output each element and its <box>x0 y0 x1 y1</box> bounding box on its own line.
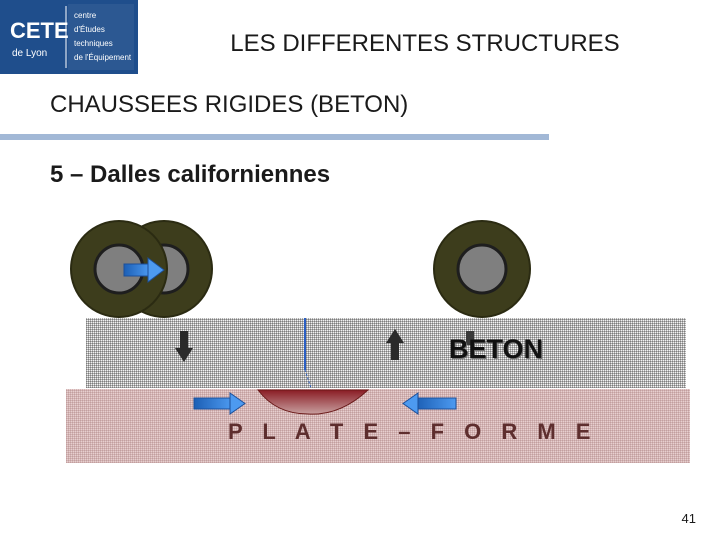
load-down-arrow <box>175 331 193 362</box>
logo-city: de Lyon <box>12 48 47 59</box>
logo-brand: CETE <box>10 18 69 43</box>
reaction-up-arrow <box>386 329 404 360</box>
joint-crack <box>304 369 312 389</box>
pressure-bulb <box>256 389 370 415</box>
logo-line-3: techniques <box>74 39 113 48</box>
beton-down-arrow <box>466 331 474 345</box>
subtitle-rule <box>0 134 549 140</box>
logo-line-4: de l'Équipement <box>74 53 132 62</box>
subgrade-arrow-right <box>193 392 246 415</box>
page-number: 41 <box>681 511 696 526</box>
tire-front <box>70 220 168 318</box>
beton-label-shadow: BETON <box>450 335 545 365</box>
plateforme-label: P L A T E – F O R M E <box>228 419 598 444</box>
header-title: LES DIFFERENTES STRUCTURES <box>230 30 620 57</box>
wheel-motion-arrow <box>123 257 165 283</box>
logo-line-1: centre <box>74 11 97 20</box>
plateforme-layer <box>66 389 690 463</box>
tire-right <box>433 220 531 318</box>
logo-line-2: d'Études <box>74 25 105 34</box>
section-title: 5 – Dalles californiennes <box>50 161 331 188</box>
beton-label: BETON <box>449 334 544 364</box>
subgrade-arrow-left <box>402 392 457 415</box>
cete-logo: CETE de Lyon centre d'Études techniques … <box>0 0 140 75</box>
slide-subtitle: CHAUSSEES RIGIDES (BETON) <box>50 91 409 118</box>
